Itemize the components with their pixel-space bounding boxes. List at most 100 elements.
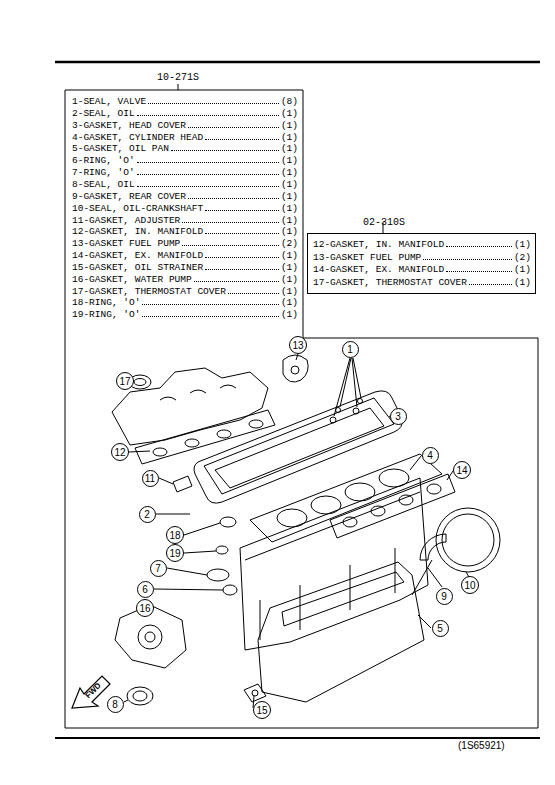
parts-list-row: 18-RING, 'O' (1) — [72, 297, 298, 308]
callout-circle: 15 — [253, 701, 271, 719]
part-name: 17-GASKET, THERMOSTAT COVER — [313, 277, 467, 288]
part-name: 12-GASKET, IN. MANIFOLD — [72, 226, 203, 237]
parts-list-row: 1-SEAL, VALVE (8) — [72, 96, 298, 107]
part-name: 14-GASKET, EX. MANIFOLD — [313, 264, 444, 275]
part-quantity: (1) — [281, 262, 298, 273]
dot-leader — [228, 293, 279, 294]
dot-leader — [205, 210, 279, 211]
callout-number: 6 — [142, 584, 148, 595]
parts-list-row: 17-GASKET, THERMOSTAT COVER (1) — [72, 286, 298, 297]
part-quantity: (1) — [281, 191, 298, 202]
part-quantity: (1) — [281, 250, 298, 261]
dot-leader — [142, 316, 278, 317]
dot-leader — [188, 127, 279, 128]
part-name: 1-SEAL, VALVE — [72, 96, 146, 107]
callout-circle: 6 — [137, 581, 154, 598]
callout-circle: 16 — [136, 599, 154, 617]
callout-circle: 17 — [116, 372, 134, 390]
callout-number: 18 — [169, 530, 180, 541]
part-quantity: (8) — [281, 96, 298, 107]
dot-leader — [148, 103, 279, 104]
parts-list-row: 13-GASKET FUEL PUMP (2) — [72, 238, 298, 249]
callout-circle: 11 — [142, 470, 159, 487]
part-quantity: (1) — [281, 143, 298, 154]
part-name: 11-GASKET, ADJUSTER — [72, 215, 180, 226]
dot-leader — [182, 222, 279, 223]
dot-leader — [446, 271, 512, 272]
part-quantity: (1) — [281, 297, 298, 308]
callout-circle: 9 — [436, 588, 453, 605]
part-quantity: (1) — [281, 226, 298, 237]
dot-leader — [469, 284, 512, 285]
part-name: 13-GASKET FUEL PUMP — [313, 252, 421, 263]
parts-list-row: 14-GASKET, EX. MANIFOLD (1) — [313, 264, 531, 275]
part-quantity: (1) — [514, 264, 531, 275]
kit-number: 02-310S — [363, 217, 405, 228]
dot-leader — [137, 115, 279, 116]
part-quantity: (1) — [281, 203, 298, 214]
part-quantity: (2) — [281, 238, 298, 249]
part-name: 6-RING, 'O' — [72, 155, 135, 166]
part-quantity: (1) — [281, 167, 298, 178]
callout-circle: 1 — [342, 341, 359, 358]
callout-number: 3 — [395, 411, 401, 422]
callout-circle: 10 — [461, 576, 479, 594]
part-quantity: (1) — [281, 286, 298, 297]
part-quantity: (1) — [281, 155, 298, 166]
parts-list-row: 10-SEAL, OIL-CRANKSHAFT (1) — [72, 203, 298, 214]
callout-number: 13 — [292, 340, 303, 351]
callout-number: 12 — [114, 447, 125, 458]
part-name: 10-SEAL, OIL-CRANKSHAFT — [72, 203, 203, 214]
callout-number: 16 — [139, 603, 150, 614]
dot-leader — [182, 245, 279, 246]
fwd-label: FWD — [83, 681, 102, 700]
callout-circle: 14 — [453, 461, 471, 479]
callout-circle: 18 — [166, 526, 184, 544]
callout-number: 8 — [112, 699, 118, 710]
part-quantity: (1) — [281, 120, 298, 131]
callout-circle: 5 — [432, 620, 449, 637]
parts-list-row: 15-GASKET, OIL STRAINER(1) — [72, 262, 298, 273]
part-name: 5-GASKET, OIL PAN — [72, 143, 169, 154]
dot-leader — [142, 304, 278, 305]
part-quantity: (1) — [281, 309, 298, 320]
dot-leader — [137, 174, 279, 175]
parts-list-row: 19-RING, 'O'(1) — [72, 309, 298, 320]
part-name: 2-SEAL, OIL — [72, 108, 135, 119]
kit-number: 10-271S — [157, 72, 199, 83]
dot-leader — [423, 259, 512, 260]
parts-list-frame: 02-310S12-GASKET, IN. MANIFOLD(1)13-GASK… — [307, 233, 536, 294]
parts-list-row: 4-GASKET, CYLINDER HEAD(1) — [72, 132, 298, 143]
callout-number: 9 — [441, 591, 447, 602]
callout-circle: 8 — [107, 696, 124, 713]
callout-circle: 2 — [139, 506, 156, 523]
dot-leader — [171, 150, 279, 151]
part-name: 17-GASKET, THERMOSTAT COVER — [72, 286, 226, 297]
part-quantity: (1) — [514, 239, 531, 250]
part-quantity: (1) — [281, 179, 298, 190]
dot-leader — [137, 186, 279, 187]
callout-number: 11 — [145, 473, 155, 484]
parts-list-row: 2-SEAL, OIL(1) — [72, 108, 298, 119]
callout-number: 1 — [347, 344, 353, 355]
dot-leader — [205, 233, 279, 234]
callout-circle: 13 — [289, 336, 307, 354]
part-name: 3-GASKET, HEAD COVER — [72, 120, 186, 131]
part-quantity: (2) — [514, 252, 531, 263]
dot-leader — [188, 198, 279, 199]
callout-circle: 3 — [390, 408, 407, 425]
callout-number: 4 — [427, 450, 433, 461]
callout-number: 5 — [437, 623, 443, 634]
dot-leader — [137, 162, 279, 163]
parts-list-row: 12-GASKET, IN. MANIFOLD (1) — [313, 239, 531, 250]
parts-list-row: 3-GASKET, HEAD COVER (1) — [72, 120, 298, 131]
dot-leader — [194, 281, 279, 282]
part-name: 18-RING, 'O' — [72, 297, 140, 308]
callout-number: 15 — [256, 705, 267, 716]
callout-circle: 7 — [150, 560, 167, 577]
dot-leader — [205, 257, 279, 258]
part-name: 13-GASKET FUEL PUMP — [72, 238, 180, 249]
parts-list-row: 16-GASKET, WATER PUMP(1) — [72, 274, 298, 285]
part-name: 12-GASKET, IN. MANIFOLD — [313, 239, 444, 250]
callout-circle: 4 — [422, 447, 439, 464]
